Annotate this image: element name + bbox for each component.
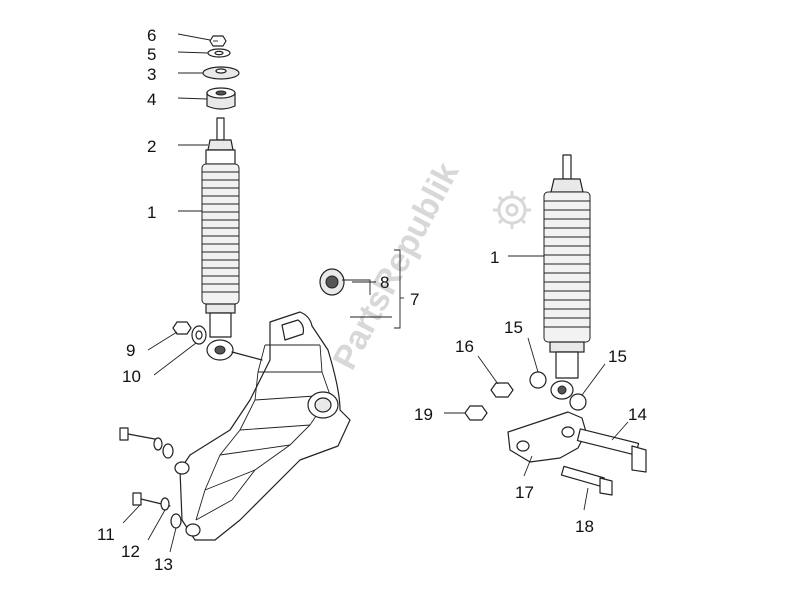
callout-labels: 6 5 3 4 2 1 1 8 7 9 10 15 15 16 19 14 17…: [97, 26, 647, 574]
callout-17: 17: [515, 483, 534, 502]
part-17-bracket: [507, 411, 587, 463]
watermark-text: PartsRepublik: [326, 156, 467, 376]
callout-5: 5: [147, 45, 156, 64]
part-1-spring-left: [201, 163, 240, 361]
part-6-nut: [209, 35, 227, 47]
callout-10: 10: [122, 367, 141, 386]
callout-11: 11: [97, 525, 115, 544]
part-10-washer: [191, 325, 207, 345]
right-shock-assembly: [543, 154, 591, 400]
part-14-bolt: [576, 428, 647, 473]
part-19-nut: [464, 405, 488, 421]
callout-3: 3: [147, 65, 156, 84]
callout-2: 2: [147, 137, 156, 156]
callout-1-right: 1: [490, 248, 499, 267]
part-4-rubber-bush: [206, 87, 236, 110]
part-16-nut: [490, 382, 514, 398]
callout-15-right: 15: [608, 347, 627, 366]
callout-18: 18: [575, 517, 594, 536]
callout-8: 8: [380, 273, 389, 292]
callout-4: 4: [147, 90, 156, 109]
left-shock-assembly: [172, 35, 240, 361]
callout-12: 12: [121, 542, 140, 561]
callout-13: 13: [154, 555, 173, 574]
callout-14: 14: [628, 405, 647, 424]
part-13-washers: [162, 443, 182, 529]
watermark: PartsRepublik: [326, 156, 531, 376]
part-3-cup-washer: [202, 66, 240, 80]
callout-1-left: 1: [147, 203, 156, 222]
part-5-washer: [207, 48, 231, 58]
part-9-nut: [172, 321, 192, 335]
part-15-bushes: [529, 371, 587, 411]
swing-arm: [174, 311, 351, 541]
part-8-bearing: [319, 268, 345, 296]
callout-19: 19: [414, 405, 433, 424]
gear-icon: [493, 191, 531, 229]
callout-7: 7: [410, 290, 419, 309]
part-2-piston-rod: [205, 117, 236, 165]
callout-16: 16: [455, 337, 474, 356]
callout-9: 9: [126, 341, 135, 360]
callout-15-left: 15: [504, 318, 523, 337]
leader-lines: [122, 33, 629, 553]
part-18-bolt: [560, 465, 613, 496]
callout-6: 6: [147, 26, 156, 45]
part-11-bolts: [119, 427, 171, 507]
